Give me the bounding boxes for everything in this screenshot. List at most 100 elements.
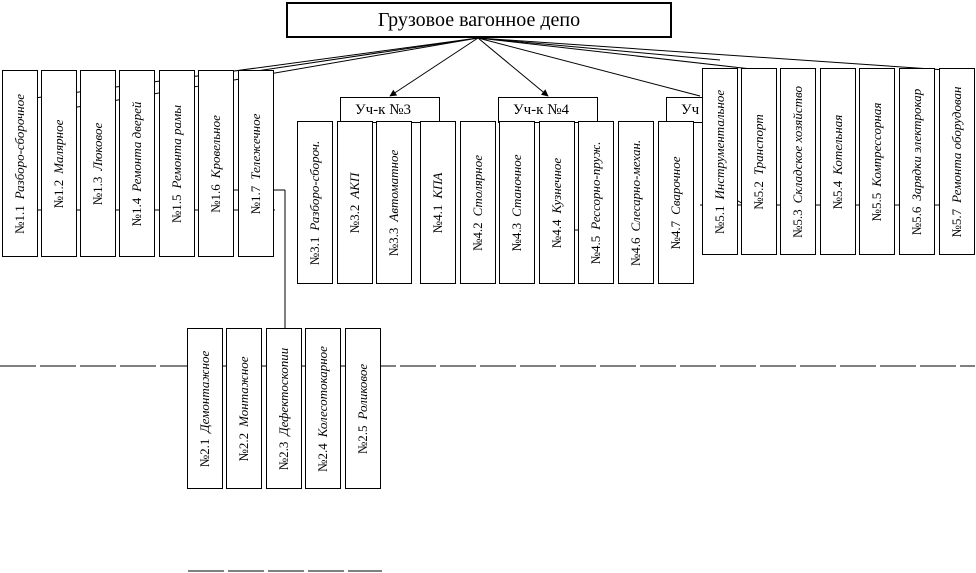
unit-box: №4.3 Станочное	[499, 121, 535, 284]
unit-name: Котельная	[830, 114, 845, 175]
unit-name: Люковое	[90, 122, 105, 171]
unit-number: №1.6	[208, 183, 223, 213]
unit-name: Автоматное	[386, 149, 401, 222]
unit-name: Компрессорная	[869, 102, 884, 187]
unit-name: Зарядки электрокар	[909, 88, 924, 201]
unit-box: №3.3Автоматное	[376, 121, 412, 284]
unit-number: №3.2	[347, 204, 362, 233]
unit-number: №1.7	[248, 185, 263, 214]
unit-name: Кузнечное	[549, 157, 564, 214]
unit-box: №1.2 Малярное	[41, 70, 77, 257]
unit-name: Малярное	[51, 119, 66, 174]
unit-label: №1.2 Малярное	[51, 119, 67, 208]
unit-label: №1.7Тележечное	[248, 113, 264, 214]
unit-label: №2.4 Колесотокарное	[315, 346, 331, 472]
unit-number: №5.1	[712, 204, 727, 234]
unit-name: Рессорно-пруж.	[588, 141, 603, 230]
unit-box: №5.3 Складское хозяйство	[780, 68, 816, 255]
unit-label: №1.5 Ремонта рамы	[169, 104, 185, 222]
unit-number: №1.4	[129, 197, 144, 226]
unit-name: Станочное	[509, 153, 524, 217]
unit-box: №2.2 Монтажное	[226, 328, 262, 489]
unit-name: Колесотокарное	[315, 345, 330, 437]
unit-number: №4.7	[668, 220, 683, 249]
unit-box: №4.7Сварочное	[658, 121, 694, 284]
unit-box: №2.3Дефектоскопии	[266, 328, 302, 489]
unit-label: №3.3Автоматное	[386, 149, 402, 256]
unit-name: Роликовое	[355, 363, 370, 419]
unit-box: №2.5 Роликовое	[345, 328, 381, 489]
unit-name: Транспорт	[751, 113, 766, 175]
unit-number: №5.2	[751, 180, 766, 210]
unit-box: №5.4Котельная	[820, 68, 856, 255]
unit-label: №2.1Демонтажное	[197, 350, 213, 466]
unit-box: №4.4Кузнечное	[539, 121, 575, 284]
unit-label: №5.7Ремонта оборудован	[949, 86, 965, 237]
unit-label: №3.2 АКП	[347, 172, 363, 233]
unit-name: Ремонта рамы	[169, 104, 184, 188]
unit-name: КПА	[430, 172, 445, 199]
unit-label: №3.1Разборо-сбороч.	[307, 140, 323, 264]
unit-name: Разборо-сборочное	[12, 93, 27, 199]
unit-box: №4.5 Рессорно-пруж.	[578, 121, 614, 284]
unit-number: №5.7	[949, 208, 964, 237]
unit-number: №4.3	[509, 222, 524, 252]
unit-box: №5.2 Транспорт	[741, 68, 777, 255]
unit-box: №4.2Столярное	[460, 121, 496, 284]
unit-number: №2.4	[315, 442, 330, 472]
unit-number: №2.5	[355, 425, 370, 454]
unit-box: №4.6 Слесарно-механ.	[618, 121, 654, 284]
unit-box: №3.1Разборо-сбороч.	[297, 121, 333, 284]
unit-label: №2.5 Роликовое	[355, 363, 371, 453]
unit-label: №4.4Кузнечное	[549, 157, 565, 247]
unit-label: №4.6 Слесарно-механ.	[628, 139, 644, 265]
unit-box: №1.7Тележечное	[238, 70, 274, 257]
unit-number: №4.5	[588, 235, 603, 264]
unit-box: №5.1Инструментальное	[702, 68, 738, 255]
unit-label: №4.3 Станочное	[509, 154, 525, 251]
unit-box: №1.4 Ремонта дверей	[119, 70, 155, 257]
unit-box: №3.2 АКП	[337, 121, 373, 284]
unit-box: №2.4 Колесотокарное	[305, 328, 341, 489]
unit-number: №5.5	[869, 192, 884, 221]
unit-number: №5.6	[909, 206, 924, 235]
unit-box: №2.1Демонтажное	[187, 328, 223, 489]
section-4-label: Уч-к №4	[513, 102, 570, 118]
unit-box: №5.6 Зарядки электрокар	[899, 68, 935, 255]
unit-label: №4.7Сварочное	[668, 156, 684, 249]
unit-name: АКП	[347, 172, 362, 199]
unit-number: №1.2	[51, 179, 66, 208]
unit-label: №2.3Дефектоскопии	[276, 347, 292, 470]
unit-label: №1.1Разборо-сборочное	[12, 94, 28, 234]
unit-number: №5.3	[790, 208, 805, 238]
unit-label: №5.2 Транспорт	[751, 114, 767, 210]
unit-name: Демонтажное	[197, 350, 212, 433]
unit-number: №1.3	[90, 176, 105, 205]
unit-number: №4.1	[430, 204, 445, 233]
section-5-box: Уч	[666, 97, 706, 123]
unit-name: Монтажное	[236, 355, 251, 427]
unit-label: №5.4Котельная	[830, 114, 846, 209]
section-5-label: Уч	[681, 102, 700, 118]
unit-label: №4.1 КПА	[430, 172, 446, 233]
unit-label: №1.4 Ремонта дверей	[129, 101, 145, 226]
unit-name: Слесарно-механ.	[628, 139, 643, 232]
unit-number: №3.1	[307, 236, 322, 265]
unit-number: №4.6	[628, 237, 643, 266]
unit-number: №1.5	[169, 193, 184, 223]
section-3-label: Уч-к №3	[355, 102, 412, 118]
unit-label: №1.6Кровельное	[208, 115, 224, 213]
unit-number: №2.2	[236, 432, 251, 462]
unit-name: Складское хозяйство	[790, 85, 805, 203]
unit-box: №4.1 КПА	[420, 121, 456, 284]
section-3-box: Уч-к №3	[340, 97, 440, 123]
unit-name: Ремонта дверей	[129, 101, 144, 192]
unit-label: №5.1Инструментальное	[712, 89, 728, 233]
unit-name: Дефектоскопии	[276, 347, 291, 436]
depot-title-text: Грузовое вагонное депо	[377, 8, 581, 31]
depot-title: Грузовое вагонное депо	[286, 2, 672, 38]
unit-name: Столярное	[470, 154, 485, 216]
unit-label: №4.5 Рессорно-пруж.	[588, 141, 604, 264]
unit-box: №5.5 Компрессорная	[859, 68, 895, 255]
unit-box: №1.5 Ремонта рамы	[159, 70, 195, 257]
